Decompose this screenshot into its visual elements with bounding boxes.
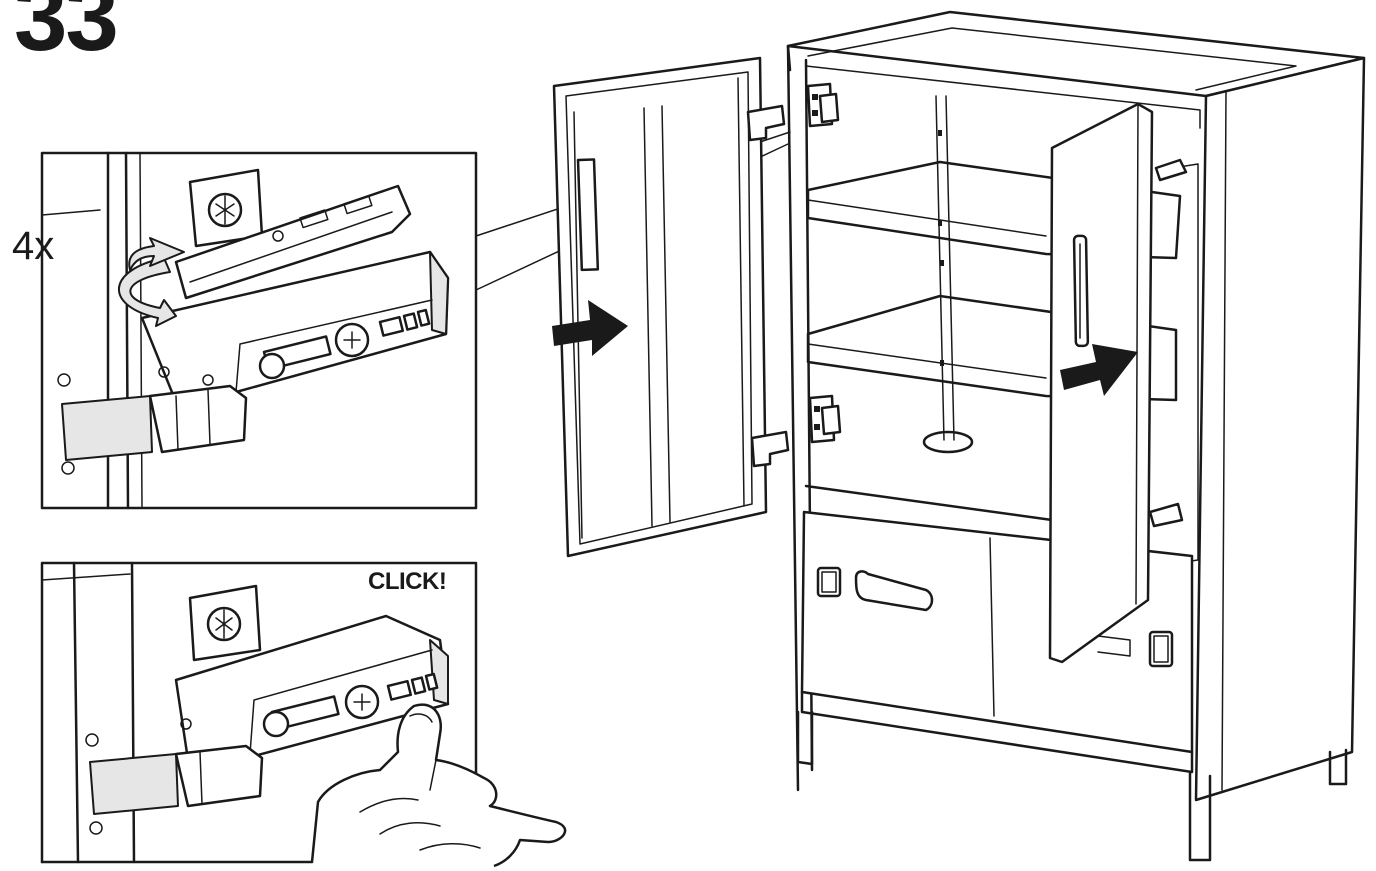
hand-icon <box>310 703 567 868</box>
cabinet-legs <box>796 710 1348 862</box>
rotate-arrow-icon <box>118 237 185 327</box>
quantity-label: 4x <box>12 224 55 268</box>
detail-panel-bottom <box>40 561 567 868</box>
click-label: CLICK! <box>368 568 447 595</box>
detail-panel-top <box>40 151 478 510</box>
push-arrow-icon <box>552 300 1138 396</box>
step-number: 33 <box>14 0 119 71</box>
hinge-icon <box>61 168 450 461</box>
cabinet-hinge-plates <box>806 82 842 444</box>
left-glass-door <box>552 56 790 558</box>
